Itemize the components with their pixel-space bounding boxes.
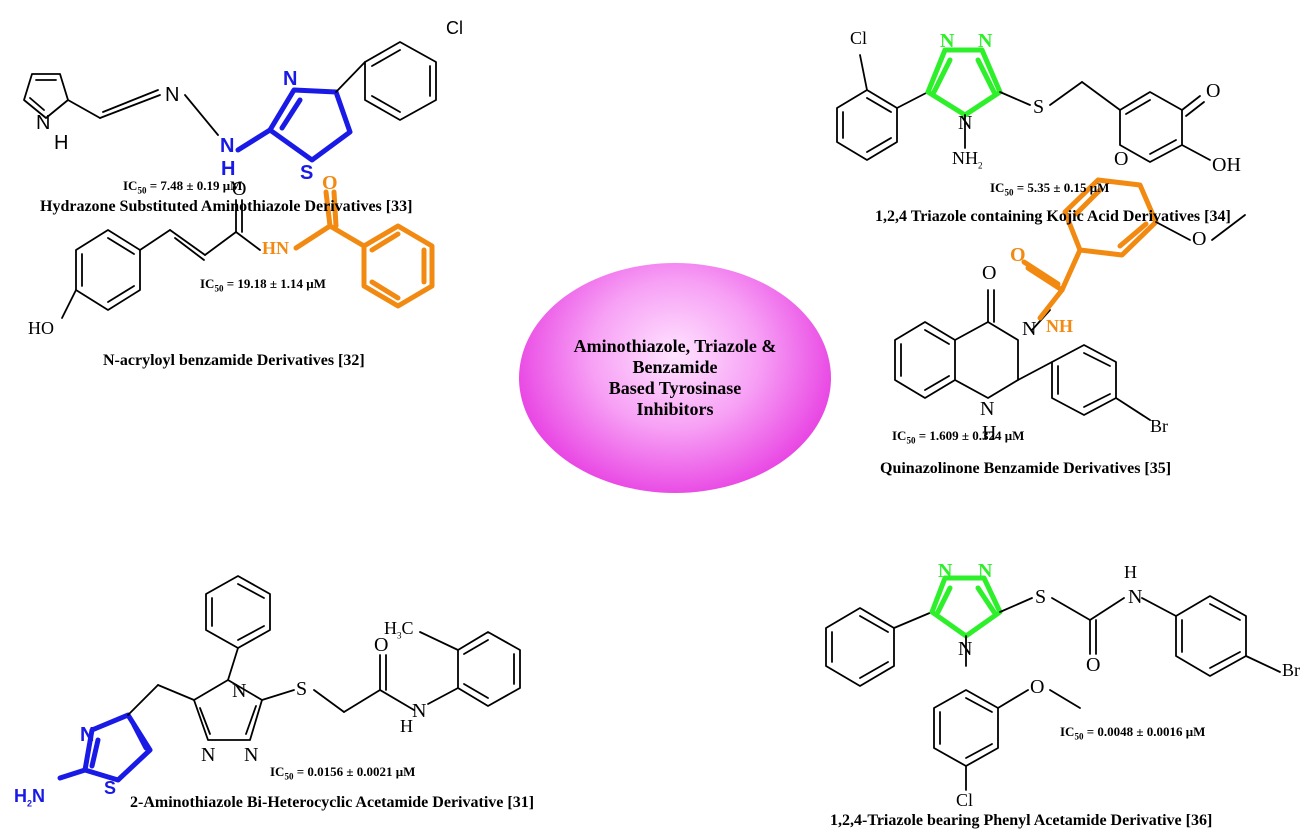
c34-n1: N: [940, 30, 955, 52]
c31-n2: N: [244, 744, 259, 766]
central-line-4: Inhibitors: [636, 399, 714, 419]
c31-h2n: H2N: [14, 786, 45, 809]
c33-ic50-value: = 7.48 ± 0.19 μM: [149, 178, 243, 193]
c34-nh2: NH2: [952, 148, 983, 171]
c36-detail: [825, 575, 1281, 791]
c31-h3c-c: C: [401, 618, 414, 638]
c34-caption: 1,2,4 Triazole containing Kojic Acid Der…: [875, 208, 1231, 225]
c33-ic50: IC50 = 7.48 ± 0.19 μM: [123, 178, 243, 196]
c31-h2n-h: H: [14, 786, 27, 806]
c32-hn: HN: [262, 238, 289, 258]
c36-caption: 1,2,4-Triazole bearing Phenyl Acetamide …: [830, 812, 1213, 829]
c35-caption: Quinazolinone Benzamide Derivatives [35]: [880, 460, 1172, 477]
c34-s: S: [1033, 96, 1045, 118]
c36-o-amide: O: [1086, 654, 1101, 676]
c34-nh2-text: NH: [952, 148, 978, 168]
c33-nh-h: H: [221, 158, 236, 180]
c36-ic50-value: = 0.0048 ± 0.0016 μM: [1086, 724, 1206, 739]
c34-ic50-value: = 5.35 ± 0.15 μM: [1016, 180, 1110, 195]
c31-n1: N: [201, 744, 216, 766]
c36-s: S: [1035, 586, 1047, 608]
c34-o-ketone: O: [1206, 80, 1221, 102]
c36-cl: Cl: [956, 790, 974, 810]
c33-thiazole-n: N: [283, 68, 298, 90]
c36-nh-n: N: [1128, 586, 1143, 608]
c35-detail: [894, 177, 1246, 421]
c31-h3c: H3C: [384, 618, 414, 641]
c32-detail: [61, 189, 435, 319]
c35-br: Br: [1150, 416, 1168, 436]
c35-ic50-value: = 1.609 ± 0.324 μM: [918, 428, 1025, 443]
c33-pyrrole-h: H: [54, 132, 69, 154]
c35-nh: NH: [1046, 316, 1073, 336]
c35-h1: H: [982, 422, 997, 444]
c33-cl-label: Cl: [446, 18, 463, 38]
c35-o-ring: O: [982, 262, 997, 284]
c32-o-amide: O: [322, 172, 338, 194]
c36-n1: N: [938, 560, 953, 582]
central-line-2: Benzamide: [632, 357, 718, 377]
c35-n1: N: [980, 398, 995, 420]
c36-br: Br: [1282, 660, 1300, 680]
c31-o: O: [374, 634, 389, 656]
c31-h3c-sub: 3: [397, 630, 402, 641]
c32-caption: N-acryloyl benzamide Derivatives [32]: [103, 352, 365, 369]
c31-detail: [57, 575, 521, 783]
central-topic-text: Aminothiazole, Triazole & Benzamide Base…: [574, 336, 777, 420]
c36-nh-h: H: [1124, 562, 1137, 582]
c32-ic50-value: = 19.18 ± 1.14 μM: [226, 276, 326, 291]
c33-thiazole-s: S: [300, 162, 314, 184]
c31-h2n-sub: 2: [27, 798, 33, 809]
central-topic-ellipse: Aminothiazole, Triazole & Benzamide Base…: [519, 263, 831, 493]
c34-cl-label: Cl: [850, 28, 868, 48]
c35-n3: N: [1022, 318, 1037, 340]
c34-detail: [836, 47, 1211, 163]
c32-ic50: IC50 = 19.18 ± 1.14 μM: [200, 276, 326, 294]
central-line-3: Based Tyrosinase: [608, 378, 742, 398]
c32-o-top: O: [232, 178, 247, 200]
c36-n4: N: [958, 638, 973, 660]
c33-caption: Hydrazone Substituted Aminothiazole Deri…: [40, 198, 413, 215]
c34-n2: N: [978, 30, 993, 52]
c34-n4: N: [958, 112, 973, 134]
c34-nh2-sub: 2: [978, 160, 983, 171]
c31-nh-n: N: [412, 700, 427, 722]
central-line-1: Aminothiazole, Triazole &: [573, 336, 777, 356]
c34-o-ring: O: [1114, 148, 1129, 170]
c31-h2n-n: N: [32, 786, 46, 806]
c31-nh-h: H: [400, 716, 413, 736]
c33-pyrrole-n: N: [36, 112, 51, 134]
c31-n4: N: [232, 680, 247, 702]
c36-o-methoxy: O: [1030, 676, 1045, 698]
c31-thiazole-n: N: [80, 724, 95, 746]
c36-ic50: IC50 = 0.0048 ± 0.0016 μM: [1060, 724, 1206, 742]
c34-ic50: IC50 = 5.35 ± 0.15 μM: [990, 180, 1110, 198]
c31-ic50: IC50 = 0.0156 ± 0.0021 μM: [270, 764, 416, 782]
c32-ho: HO: [28, 318, 54, 338]
c35-ic50: IC50 = 1.609 ± 0.324 μM: [892, 428, 1025, 446]
c31-thiazole-s: S: [104, 778, 117, 798]
c33-nh-n: N: [220, 135, 235, 157]
c36-n2: N: [978, 560, 993, 582]
c35-o-methoxy: O: [1192, 228, 1207, 250]
c31-h3c-h: H: [384, 618, 397, 638]
c34-oh: OH: [1212, 154, 1241, 176]
c33-imine-n: N: [165, 84, 180, 106]
c35-o-amide: O: [1010, 244, 1026, 266]
c33-detail: [23, 41, 437, 163]
c31-caption: 2-Aminothiazole Bi-Heterocyclic Acetamid…: [130, 794, 535, 811]
c31-ic50-value: = 0.0156 ± 0.0021 μM: [296, 764, 416, 779]
c31-s: S: [296, 678, 308, 700]
